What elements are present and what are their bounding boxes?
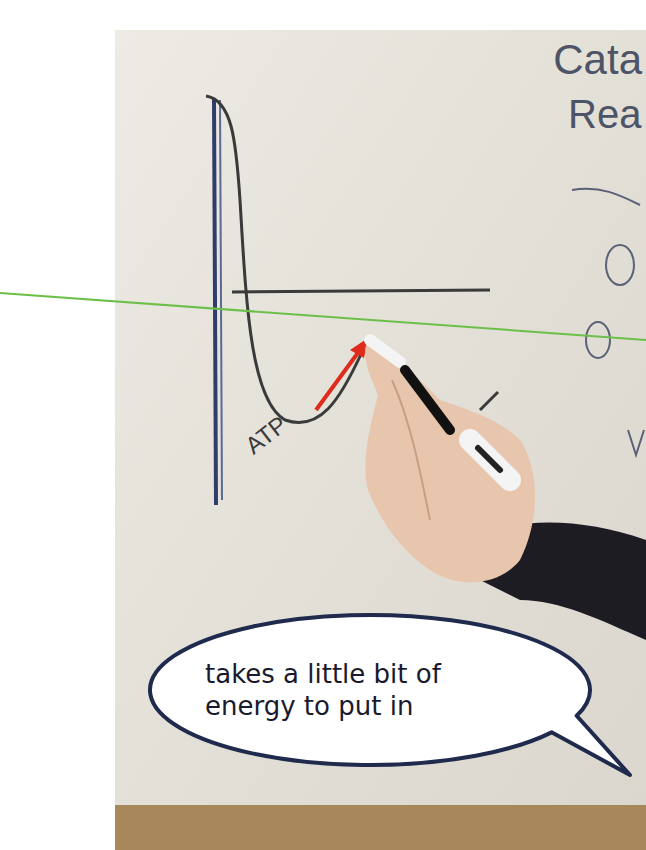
board-shading [115, 30, 646, 850]
speech-bubble: takes a little bit of energy to put in [150, 615, 590, 765]
curve-fragment [480, 392, 498, 410]
handwriting-fragment [586, 322, 610, 358]
energy-axis [214, 98, 216, 505]
marker-tip [370, 340, 400, 362]
marker-cap [470, 440, 510, 480]
guide-line [0, 293, 646, 340]
handwriting-fragment [572, 189, 640, 205]
energy-curve [206, 96, 362, 423]
board-ledge [115, 805, 646, 850]
cap-band [478, 448, 500, 470]
bubble-shape [150, 615, 630, 775]
hand [365, 340, 535, 582]
whiteboard [115, 30, 646, 850]
energy-axis-shadow [220, 100, 222, 500]
bubble-outline [150, 615, 590, 765]
bubble-text: takes a little bit of energy to put in [205, 658, 535, 723]
handwriting-fragment [606, 245, 634, 285]
handwriting-fragment [628, 430, 644, 455]
activation-arrow [316, 350, 360, 410]
energy-level-line [232, 290, 490, 292]
marker-body [405, 370, 450, 430]
handwriting-text: Cata [553, 36, 642, 84]
handwriting-text: Rea [568, 92, 641, 137]
